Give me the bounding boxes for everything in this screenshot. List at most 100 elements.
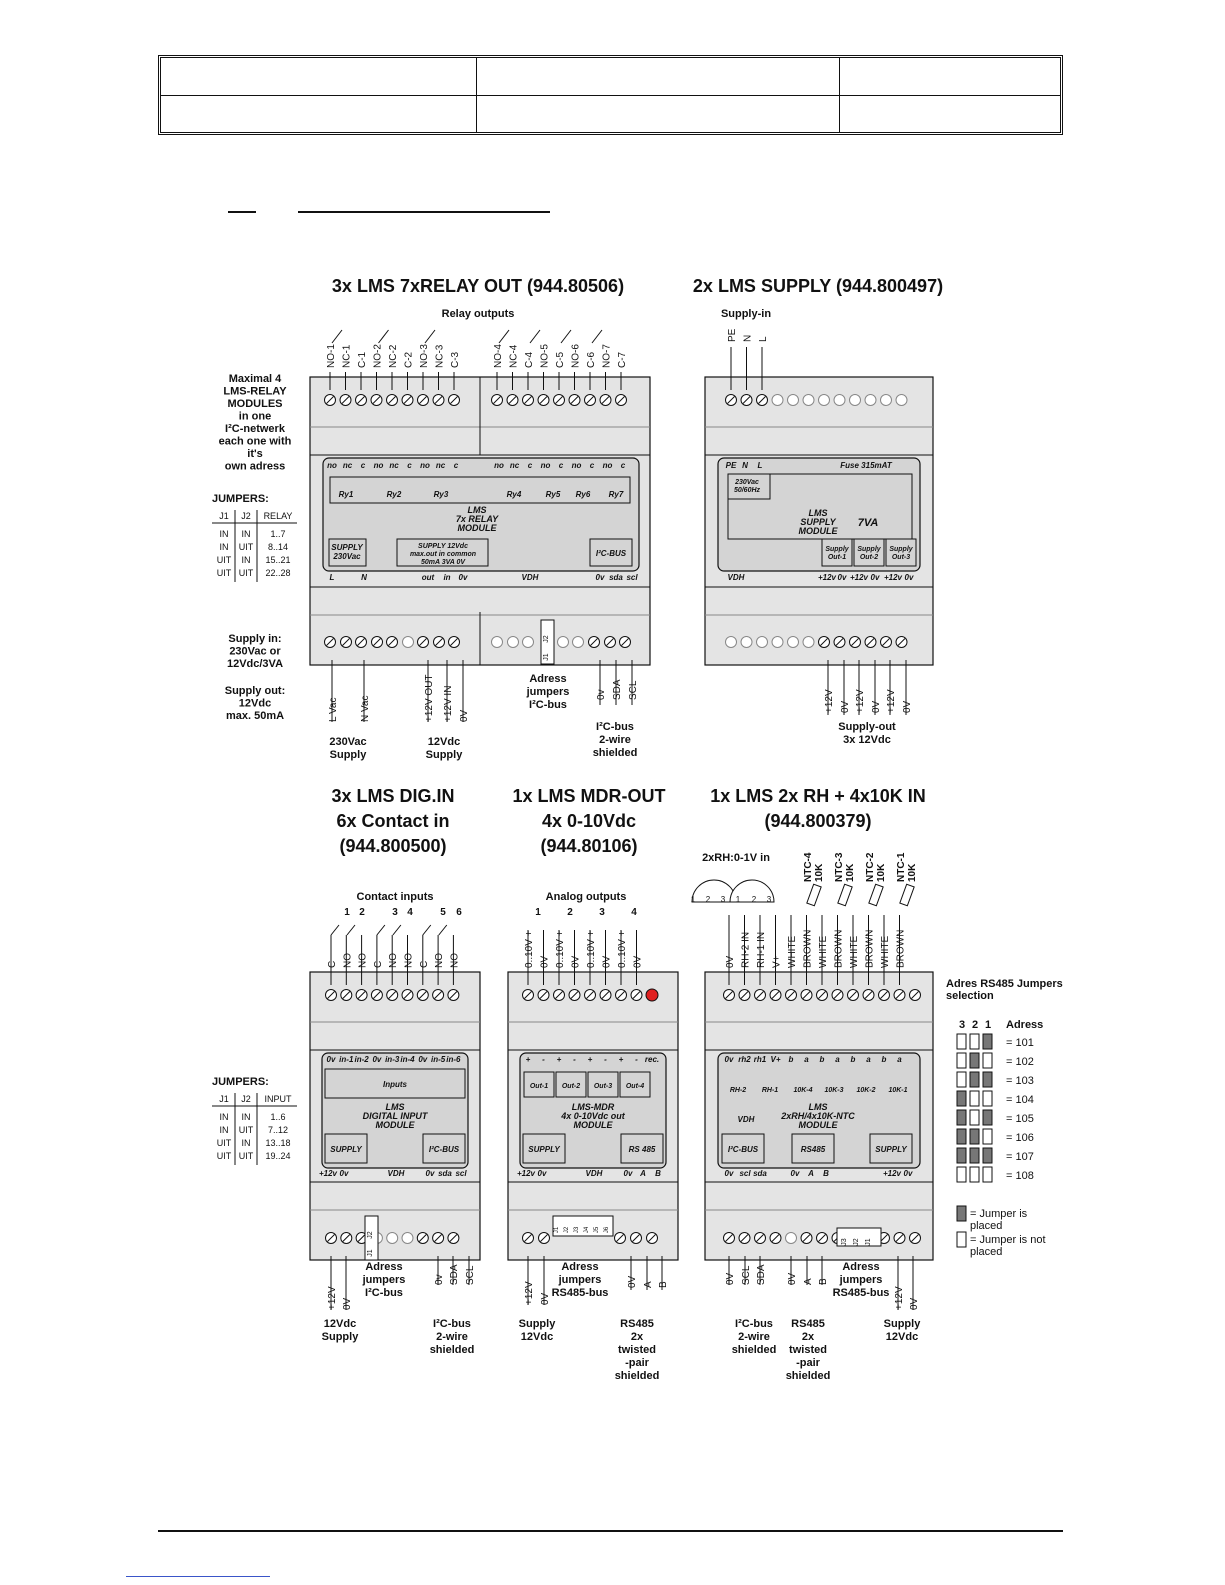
relay-contact-mark: c [559, 461, 564, 470]
relay-contact-mark: c [621, 461, 626, 470]
relay-side-note: Maximal 4 [229, 373, 282, 385]
relay-switch [378, 329, 389, 344]
rh-bottom-label: SCL [741, 1265, 752, 1285]
relay-caption: Supply [330, 749, 368, 761]
mdr-jumper-label: J1 [554, 1226, 560, 1233]
terminal-screw [447, 1232, 460, 1244]
jumper-cell: 7..12 [268, 1125, 288, 1135]
relay-terminal-label: NO-3 [419, 344, 430, 368]
rh-ntc-resistor [899, 883, 915, 907]
adress-value: = 107 [1006, 1151, 1034, 1163]
rh-jumper-block [836, 1227, 882, 1247]
rh-caption: Supply [884, 1318, 922, 1330]
relay-i2c-caption: 2-wire [599, 734, 631, 746]
relay-module-name: 7x RELAY [456, 514, 499, 524]
adress-jumper-placed [982, 1147, 993, 1164]
adress-jumper-placed [956, 1128, 967, 1145]
rh-terminal-label: WHITE [880, 935, 891, 968]
digin-caption: shielded [430, 1344, 475, 1356]
rh-caption: 2-wire [738, 1331, 770, 1343]
jumper-cell: 13..18 [265, 1138, 290, 1148]
terminal-slot [617, 991, 625, 999]
relay-switch [591, 329, 603, 344]
terminal-slot [849, 991, 857, 999]
terminal-screw [614, 1232, 626, 1244]
rh-mark: V+ [770, 1055, 780, 1064]
relay-supply-in-note: Supply in: [228, 633, 281, 645]
rh-terminal-label: RH-2 IN [741, 932, 752, 968]
relay-contact-mark: c [528, 461, 533, 470]
relay-terminal-label: NO-2 [373, 344, 384, 368]
terminal-screw [386, 989, 399, 1001]
terminal-screw [754, 989, 766, 1001]
terminal-screw [433, 636, 445, 648]
terminal-screw [553, 394, 565, 406]
digin-module-name: MODULE [376, 1120, 416, 1130]
rh-jumper-label: J2 [853, 1238, 860, 1246]
jumper-cell: 19..24 [265, 1151, 290, 1161]
header-divider [839, 58, 840, 132]
relay-terminal-label: NC-1 [342, 344, 353, 368]
terminal-slot [418, 991, 427, 999]
mdr-module-name: 4x 0-10Vdc out [560, 1111, 626, 1121]
terminal-slot [524, 1234, 532, 1242]
digin-switch [392, 924, 402, 936]
terminal-screw [909, 1232, 921, 1244]
terminal-screw [802, 394, 815, 406]
relay-bottom-label: N Vac [360, 696, 371, 723]
terminal-screw [771, 394, 784, 406]
terminal-slot [539, 396, 548, 404]
terminal-screw [522, 636, 534, 648]
relay-supply-text: 230Vac [332, 552, 361, 561]
terminal-slot [357, 1234, 366, 1242]
terminal-screw [849, 394, 861, 406]
terminal-slot [570, 396, 579, 404]
adress-jumper-placed [969, 1147, 980, 1164]
terminal-screw [599, 394, 612, 406]
mdr-out-box [523, 1071, 555, 1098]
rh-ntc-resistor [806, 883, 822, 907]
terminal-circle [725, 636, 737, 648]
supply-vac-text: 230Vac [734, 479, 759, 486]
terminal-screw [355, 636, 367, 648]
relay-terminal-label: C-7 [617, 351, 628, 368]
supply-mark: N [742, 461, 748, 470]
relay-adress-jumpers: I²C-bus [529, 699, 567, 711]
digin-bottom-label: 0V [342, 1297, 353, 1310]
rh-bottom-mark: scl [739, 1169, 751, 1178]
terminal-circle [557, 636, 569, 648]
terminal-slot [897, 638, 906, 646]
rh-caption: twisted [789, 1344, 827, 1356]
supply-bottom-mark: VDH [728, 573, 745, 582]
relay-side-note: it's [247, 448, 262, 460]
jumper-cell: UIT [239, 1151, 254, 1161]
rh-title: (944.800379) [764, 811, 871, 831]
relay-contact-mark: no [603, 461, 613, 470]
rh-mark: rh2 [738, 1055, 751, 1064]
terminal-slot [835, 638, 844, 646]
terminal-screw [769, 1232, 782, 1244]
terminal-screw [615, 989, 627, 1001]
digin-terminal-label: NO [404, 953, 415, 968]
mdr-terminal-label: 0V [571, 955, 582, 968]
rh-jumper-label: J3 [841, 1238, 848, 1246]
terminal-screw [448, 394, 460, 406]
terminal-slot [833, 991, 842, 999]
rh-mark: a [804, 1055, 809, 1064]
footer-rule [158, 1530, 1063, 1532]
terminal-slot [632, 991, 641, 999]
rh-ntc-resistor [868, 883, 884, 907]
terminal-screw [599, 989, 612, 1001]
digin-bottom-label: 0v [434, 1274, 445, 1285]
rh-ntc-label: NTC-2 [865, 852, 876, 882]
terminal-circle [849, 394, 861, 406]
mdr-terminal-label: 0V [602, 955, 613, 968]
digin-supply-text: SUPPLY [330, 1145, 362, 1154]
terminal-screw [800, 1232, 813, 1244]
terminal-slot [818, 1234, 826, 1242]
terminal-screw [740, 394, 753, 406]
mdr-supply-box [522, 1133, 566, 1164]
mdr-mark: + [619, 1055, 624, 1064]
rh-ntc-label: NTC-1 [896, 852, 907, 882]
supply-vac-text: 50/60Hz [734, 487, 761, 494]
